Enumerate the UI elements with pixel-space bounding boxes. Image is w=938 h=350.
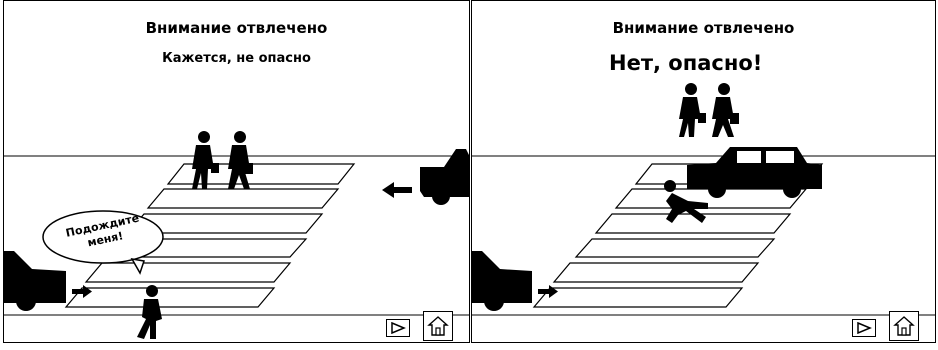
car-icon (472, 251, 532, 311)
play-icon (391, 322, 406, 334)
crossing-stripe (84, 262, 292, 283)
pedestrian-icon (712, 83, 739, 137)
arrow-icon (72, 285, 92, 298)
crossing-stripe (64, 287, 276, 308)
speech-bubble (42, 210, 164, 275)
pedestrian-icon (192, 131, 219, 189)
play-button[interactable] (386, 319, 410, 337)
home-button[interactable] (423, 311, 453, 341)
car-icon (420, 149, 469, 205)
home-icon (427, 316, 449, 336)
right-scene-drawing (472, 83, 935, 316)
play-icon (857, 322, 872, 334)
crossing-stripe (574, 238, 776, 258)
pedestrian-icon (664, 180, 708, 223)
left-scene-panel: Внимание отвлечено Кажется, не опасно По… (3, 0, 470, 343)
play-button[interactable] (852, 319, 876, 337)
arrow-icon (538, 285, 558, 298)
crossing-stripe (552, 262, 760, 283)
panel-title: Внимание отвлечено (145, 19, 328, 37)
arrow-icon (382, 182, 412, 198)
home-icon (893, 316, 915, 336)
car-icon (4, 251, 66, 311)
left-scene-drawing (4, 131, 469, 339)
pedestrian-icon (228, 131, 253, 189)
home-button[interactable] (889, 311, 919, 341)
crossing-stripe (532, 287, 744, 308)
panel-title: Внимание отвлечено (612, 19, 795, 37)
crossing-stripe (594, 213, 792, 234)
panel-subtitle: Нет, опасно! (609, 51, 763, 75)
panel-subtitle: Кажется, не опасно (162, 51, 311, 66)
pedestrian-icon (137, 285, 162, 339)
crossing-stripe (146, 188, 340, 209)
zebra-crossing (532, 163, 824, 308)
right-scene-panel: Внимание отвлечено Нет, опасно! (471, 0, 936, 343)
car-icon (687, 147, 822, 198)
pedestrian-icon (679, 83, 706, 137)
